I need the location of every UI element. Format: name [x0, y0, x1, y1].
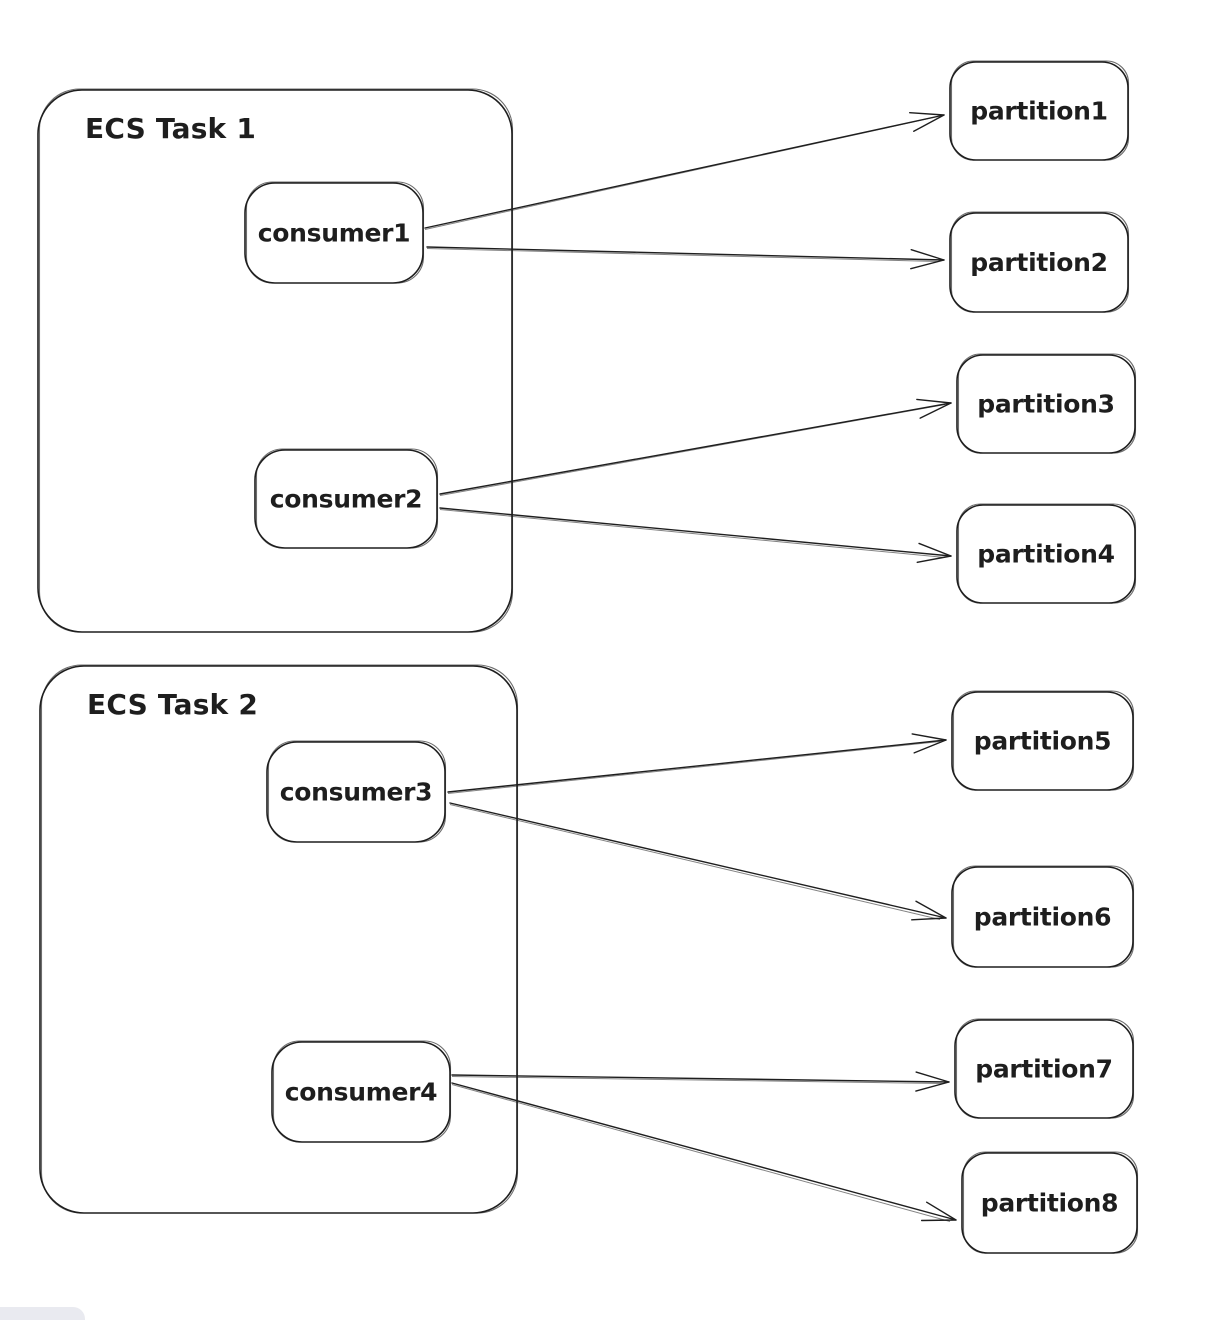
node-partition4[interactable]: partition4 — [956, 503, 1137, 604]
arrow-line-echo — [426, 248, 939, 262]
shape-outline-echo — [950, 60, 1130, 161]
node-fill — [245, 183, 423, 283]
node-label-consumer2: consumer2 — [270, 485, 423, 514]
shape-outline-echo — [950, 211, 1130, 313]
node-partition3[interactable]: partition3 — [956, 353, 1137, 454]
node-fill — [957, 355, 1135, 453]
shape-outline-echo — [38, 88, 514, 633]
node-label-consumer4: consumer4 — [285, 1078, 438, 1107]
arrow-line — [449, 802, 947, 921]
node-label-consumer3: consumer3 — [280, 778, 433, 807]
shape-outline-echo — [40, 664, 519, 1214]
node-partition8[interactable]: partition8 — [961, 1151, 1139, 1254]
node-fill — [952, 867, 1133, 967]
arrow-line — [451, 1082, 957, 1222]
node-fill — [255, 450, 437, 548]
arrow-consumer1-to-partition2[interactable] — [426, 246, 945, 270]
shape-outline-echo — [952, 690, 1135, 791]
group-ecs-task-1[interactable]: ECS Task 1 — [37, 88, 514, 633]
shape-outline-echo — [267, 740, 447, 843]
shape-outline-echo — [955, 1018, 1135, 1119]
group-ecs-task-2[interactable]: ECS Task 2 — [39, 664, 519, 1214]
node-partition7[interactable]: partition7 — [954, 1018, 1135, 1119]
node-fill — [955, 1020, 1133, 1118]
arrow-line — [439, 398, 952, 495]
group-label-ecs-task-2: ECS Task 2 — [87, 688, 258, 721]
shape-outline-echo — [255, 448, 439, 549]
node-label-partition1: partition1 — [970, 97, 1108, 126]
arrow-line — [451, 1071, 950, 1092]
node-consumer2[interactable]: consumer2 — [254, 448, 439, 549]
shape-outline-echo — [245, 181, 425, 284]
arrow-line-echo — [449, 804, 941, 920]
group-label-ecs-task-1: ECS Task 1 — [85, 112, 256, 145]
arrow-line-echo — [447, 741, 941, 794]
shape-outline-echo — [957, 353, 1137, 454]
arrow-consumer2-to-partition3[interactable] — [439, 398, 952, 496]
node-fill — [950, 62, 1128, 160]
node-consumer1[interactable]: consumer1 — [244, 181, 425, 284]
node-fill — [950, 213, 1128, 312]
node-partition5[interactable]: partition5 — [951, 690, 1135, 791]
shape-outline-echo — [962, 1151, 1139, 1254]
arrow-consumer3-to-partition5[interactable] — [447, 733, 947, 794]
node-fill — [272, 1042, 450, 1142]
arrow-consumer4-to-partition7[interactable] — [451, 1071, 950, 1092]
node-consumer3[interactable]: consumer3 — [266, 740, 447, 843]
node-label-partition6: partition6 — [974, 903, 1112, 932]
node-fill — [952, 692, 1133, 790]
node-fill — [267, 742, 445, 842]
arrow-line-echo — [451, 1084, 951, 1222]
node-label-partition3: partition3 — [977, 390, 1115, 419]
node-consumer4[interactable]: consumer4 — [271, 1040, 452, 1143]
arrow-line-echo — [451, 1076, 944, 1084]
arrow-line — [426, 246, 945, 270]
shape-outline-echo — [272, 1040, 452, 1143]
arrow-line — [447, 733, 947, 793]
node-label-consumer1: consumer1 — [258, 219, 411, 248]
arrow-line — [439, 507, 952, 564]
shape-outline-echo — [952, 865, 1135, 968]
node-partition6[interactable]: partition6 — [951, 865, 1135, 968]
node-partition2[interactable]: partition2 — [949, 211, 1130, 313]
node-fill — [957, 505, 1135, 603]
node-label-partition5: partition5 — [974, 727, 1112, 756]
arrow-line-echo — [439, 509, 946, 558]
node-partition1[interactable]: partition1 — [949, 60, 1130, 161]
node-label-partition7: partition7 — [975, 1055, 1113, 1084]
node-label-partition8: partition8 — [981, 1189, 1119, 1218]
arrow-consumer2-to-partition4[interactable] — [439, 507, 952, 564]
shape-outline — [37, 89, 513, 633]
arrow-consumer4-to-partition8[interactable] — [451, 1082, 957, 1222]
arrow-consumer1-to-partition1[interactable] — [424, 112, 945, 230]
bottom-left-ui-panel[interactable] — [0, 1307, 85, 1320]
arrow-consumer3-to-partition6[interactable] — [449, 802, 947, 921]
node-label-partition4: partition4 — [977, 540, 1115, 569]
node-fill — [962, 1153, 1137, 1253]
node-label-partition2: partition2 — [970, 248, 1108, 277]
shape-outline-echo — [957, 503, 1137, 604]
arrow-line — [424, 112, 945, 229]
